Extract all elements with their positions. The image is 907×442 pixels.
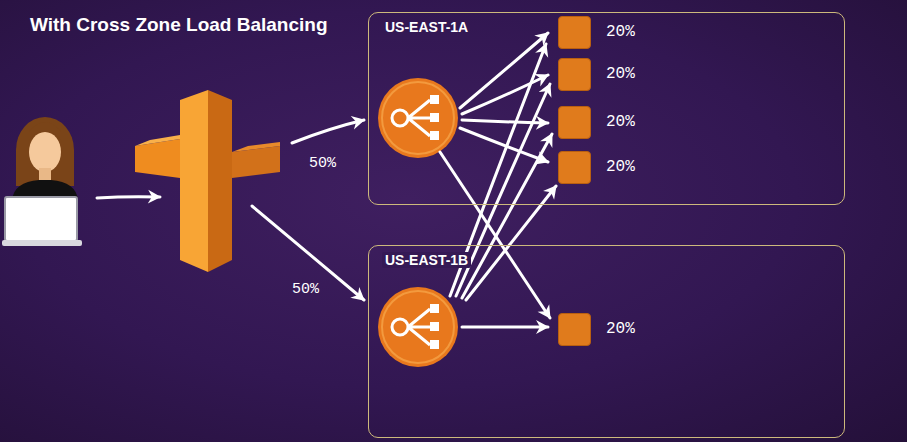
traffic-share: 20% <box>606 23 635 41</box>
dns-icon <box>135 90 280 272</box>
ec2-instance: 20% <box>558 58 591 91</box>
label-wrap: 50% <box>309 153 336 172</box>
diagram-title: With Cross Zone Load Balancing <box>30 14 328 36</box>
traffic-share: 20% <box>606 65 635 83</box>
zone-name: US-EAST-1B <box>382 252 471 268</box>
traffic-share: 50% <box>292 281 319 298</box>
traffic-share: 20% <box>606 158 635 176</box>
user-icon <box>2 117 82 246</box>
traffic-share: 20% <box>606 320 635 338</box>
traffic-share: 20% <box>606 113 635 131</box>
traffic-share: 50% <box>309 155 336 172</box>
load-balancer-icon <box>378 287 458 367</box>
zone-name: US-EAST-1A <box>382 19 471 35</box>
ec2-instance: 20% <box>558 106 591 139</box>
availability-zone: US-EAST-1B 20% <box>368 245 845 438</box>
label-wrap: 50% <box>292 279 319 298</box>
availability-zone: US-EAST-1A 20% 20% 20% 20% <box>368 12 845 205</box>
ec2-instance: 20% <box>558 16 591 49</box>
title-wrap: With Cross Zone Load Balancing <box>30 14 328 36</box>
traffic-arrows <box>97 33 556 327</box>
ec2-instance: 20% <box>558 313 591 346</box>
ec2-instance: 20% <box>558 151 591 184</box>
load-balancer-icon <box>378 78 458 158</box>
